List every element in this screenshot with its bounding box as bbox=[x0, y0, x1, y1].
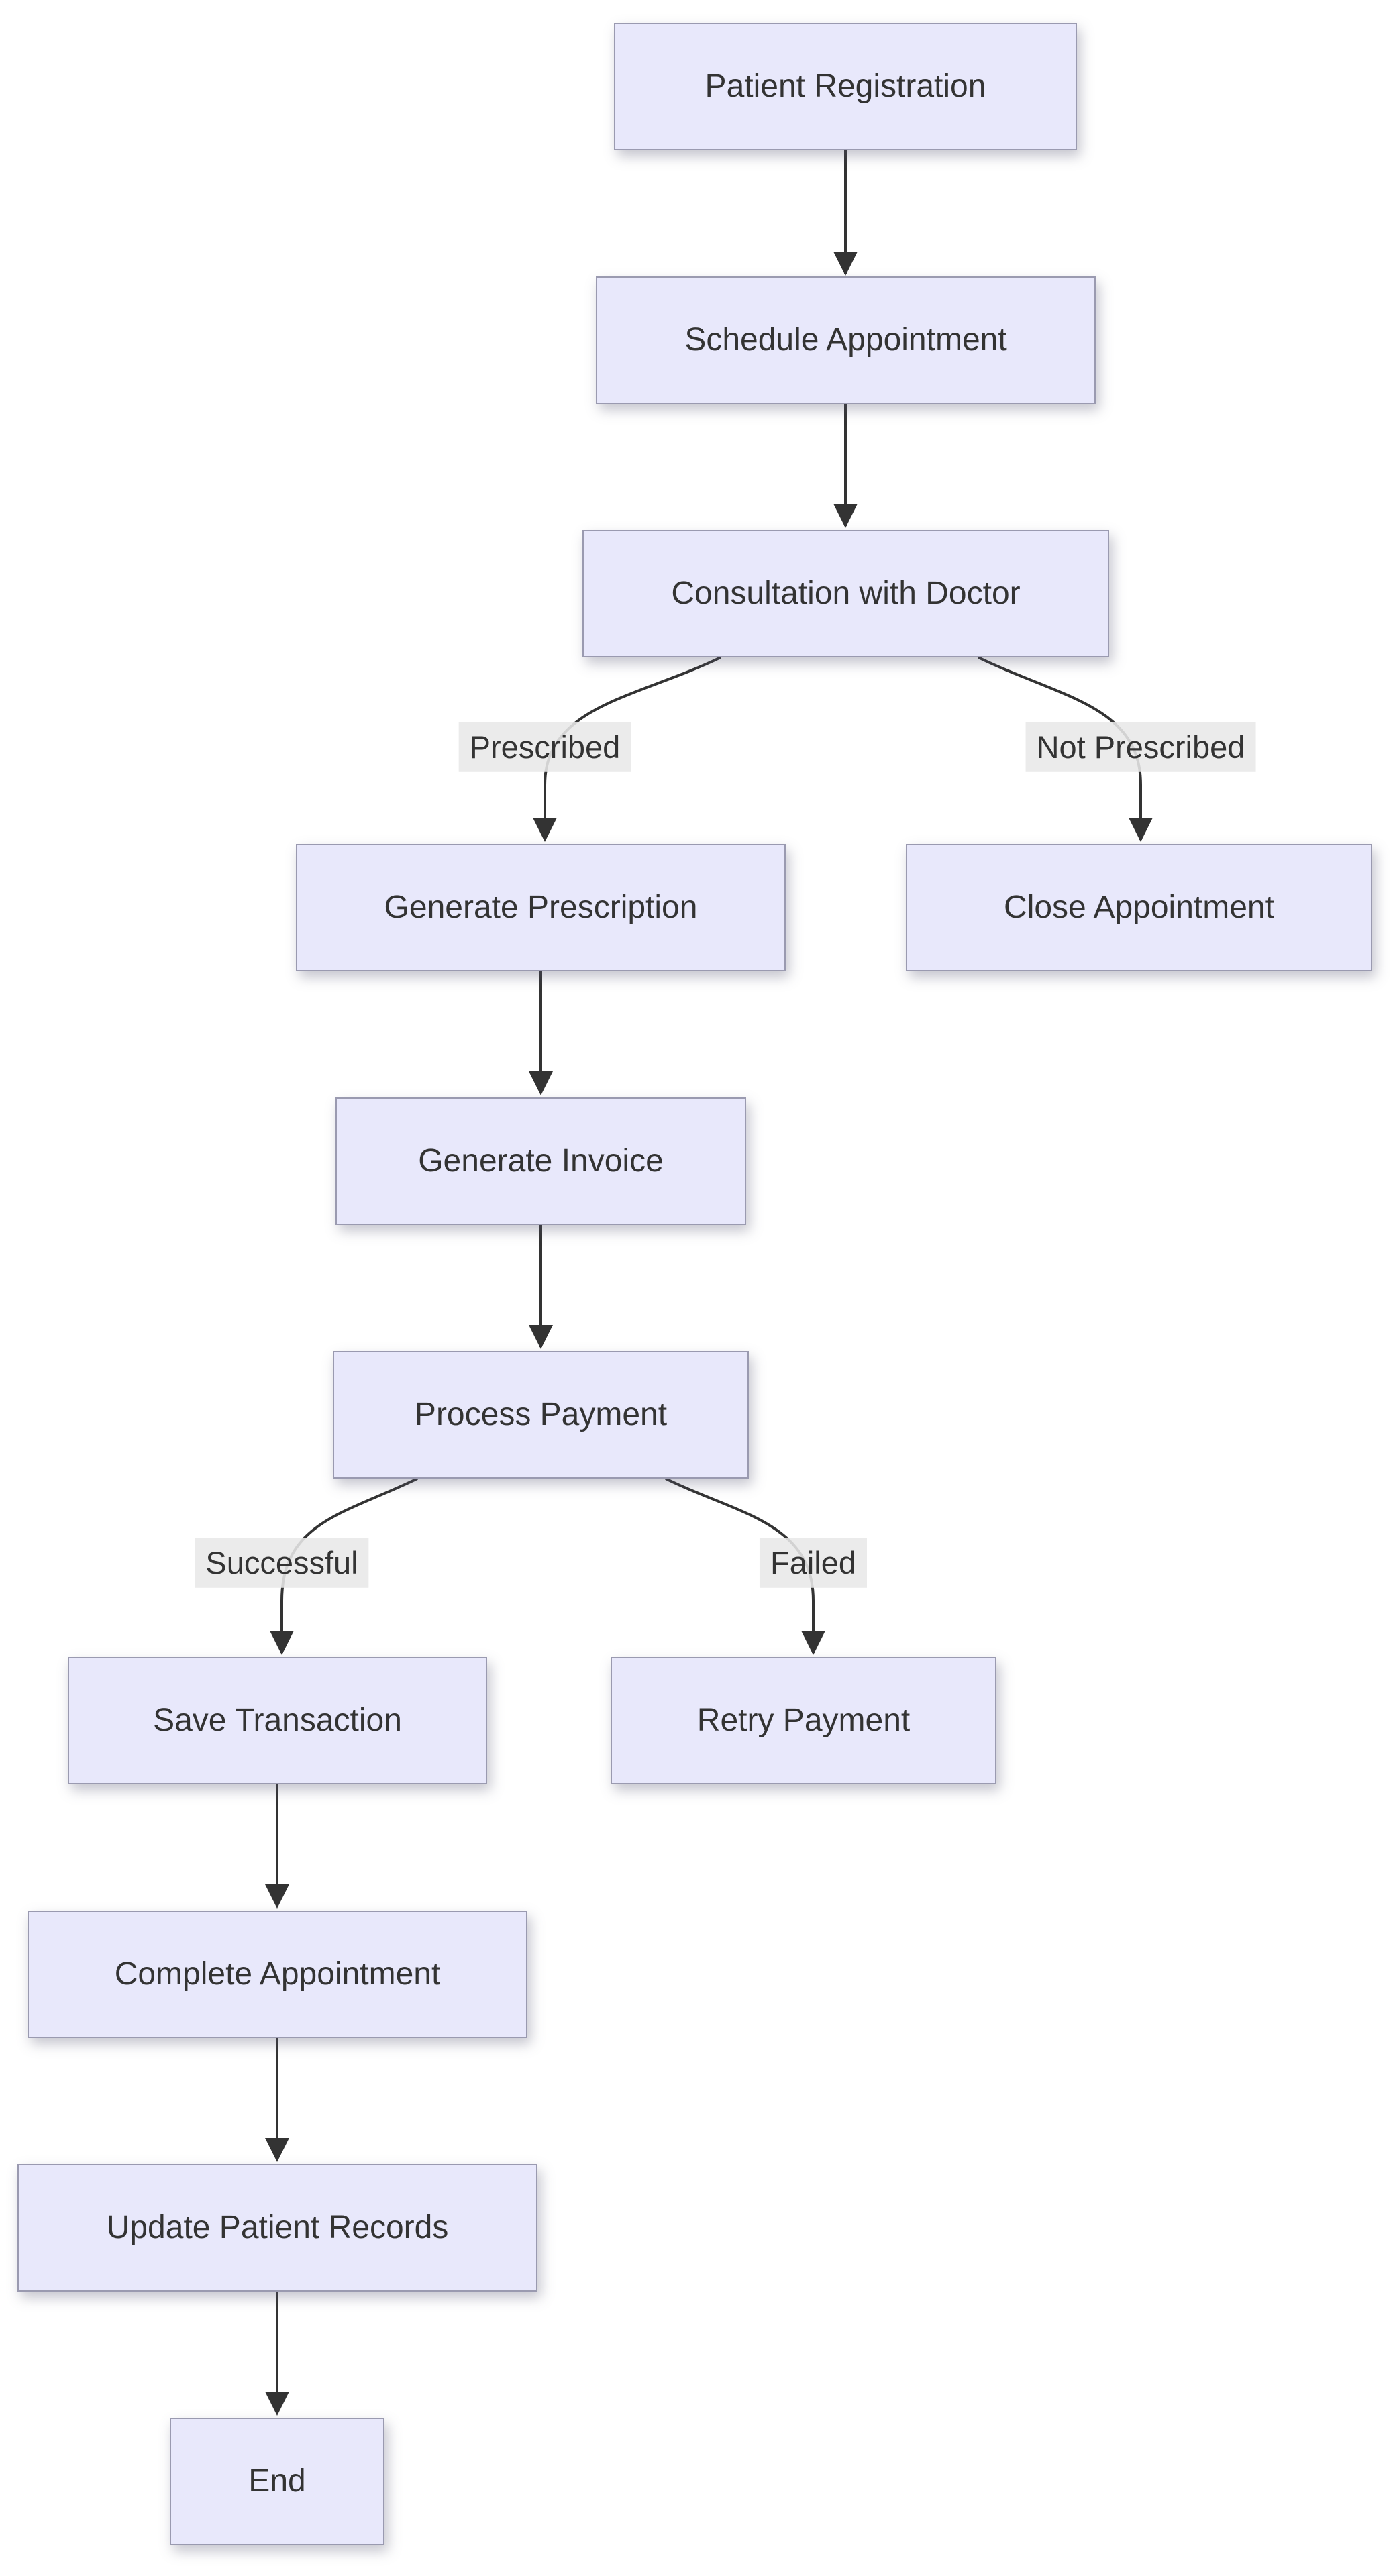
node-save-transaction: Save Transaction bbox=[68, 1657, 487, 1784]
node-consultation-with-doctor: Consultation with Doctor bbox=[582, 530, 1109, 657]
node-retry-payment: Retry Payment bbox=[611, 1657, 996, 1784]
edge-label-successful: Successful bbox=[195, 1538, 369, 1589]
node-process-payment: Process Payment bbox=[333, 1351, 749, 1479]
node-close-appointment: Close Appointment bbox=[906, 844, 1372, 971]
node-end: End bbox=[170, 2418, 384, 2545]
edge-label-not-prescribed: Not Prescribed bbox=[1025, 722, 1256, 773]
node-generate-prescription: Generate Prescription bbox=[296, 844, 786, 971]
edge-label-prescribed: Prescribed bbox=[458, 722, 631, 773]
node-patient-registration: Patient Registration bbox=[614, 23, 1077, 150]
node-update-patient-records: Update Patient Records bbox=[17, 2164, 537, 2292]
node-schedule-appointment: Schedule Appointment bbox=[596, 276, 1096, 404]
edge-label-failed: Failed bbox=[759, 1538, 868, 1589]
node-complete-appointment: Complete Appointment bbox=[28, 1911, 527, 2038]
node-generate-invoice: Generate Invoice bbox=[335, 1097, 746, 1225]
